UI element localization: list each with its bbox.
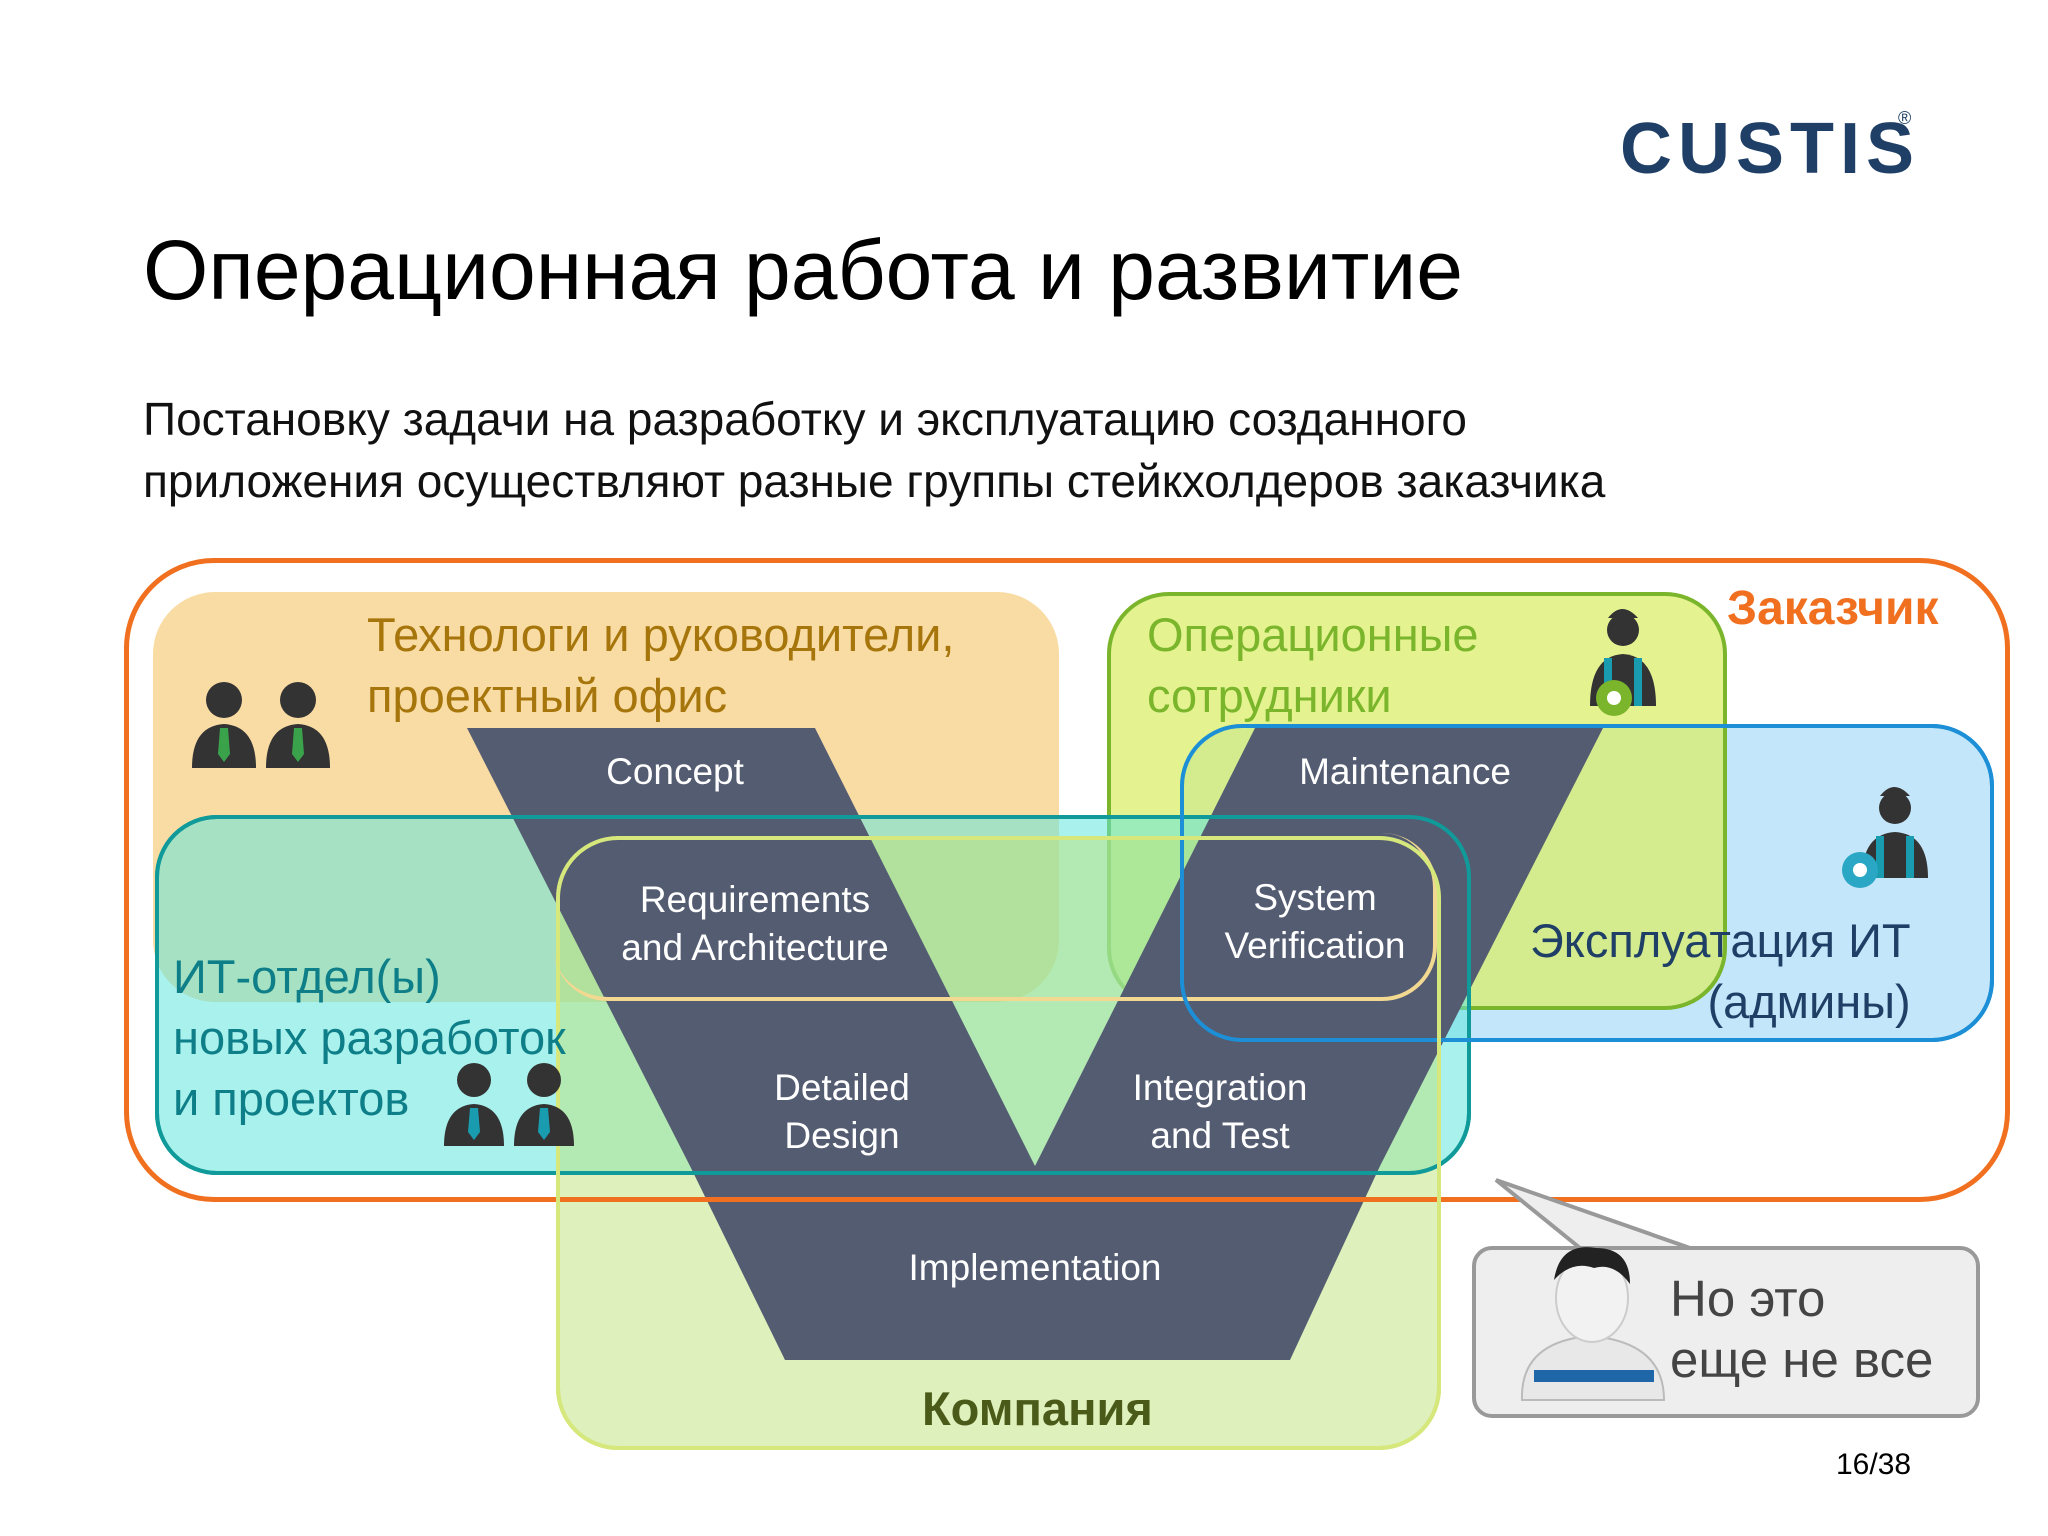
it-ops-outline (1180, 724, 1994, 1042)
company-label: Компания (922, 1382, 1153, 1435)
worker-icon (1842, 787, 1928, 888)
slide-title: Операционная работа и развитие (143, 223, 1463, 317)
stage-implementation: Implementation (908, 1247, 1162, 1288)
worker-icon (1590, 609, 1656, 716)
it-ops-label: Эксплуатация ИТ (админы) (1530, 914, 1911, 1028)
operations-label: Операционные сотрудники (1147, 608, 1479, 722)
technologists-outline (553, 833, 1437, 1001)
subtitle-line-2: приложения осуществляют разные группы ст… (143, 455, 1606, 507)
v-right-arm (1035, 728, 1603, 1166)
stage-verification: System Verification (1224, 877, 1406, 966)
stage-integration: Integration and Test (1132, 1067, 1308, 1156)
callout-text: Но это еще не все (1670, 1270, 1934, 1388)
customer-outline (124, 558, 2010, 1202)
subtitle-line-1: Постановку задачи на разработку и эксплу… (143, 393, 1467, 445)
slide-subtitle: Постановку задачи на разработку и эксплу… (143, 388, 1605, 512)
it-dev-label: ИТ-отдел(ы) новых разработок и проектов (173, 950, 566, 1125)
managers-icon (192, 682, 330, 768)
registered-mark: ® (1898, 108, 1912, 128)
managers-icon (444, 1063, 574, 1146)
technologists-label: Технологи и руководители, проектный офис (367, 608, 955, 722)
stage-detailed-design: Detailed Design (774, 1067, 910, 1156)
person-avatar-icon (1520, 1247, 1666, 1401)
stage-concept: Concept (606, 751, 744, 792)
stage-requirements: Requirements and Architecture (621, 879, 889, 968)
v-bottom (690, 1166, 1380, 1360)
customer-label: Заказчик (1727, 582, 1939, 635)
stage-maintenance: Maintenance (1299, 751, 1511, 792)
it-dev-outline (155, 815, 1471, 1175)
custis-logo: CUSTIS (1620, 109, 1921, 189)
page-number: 16/38 (1836, 1448, 1912, 1481)
